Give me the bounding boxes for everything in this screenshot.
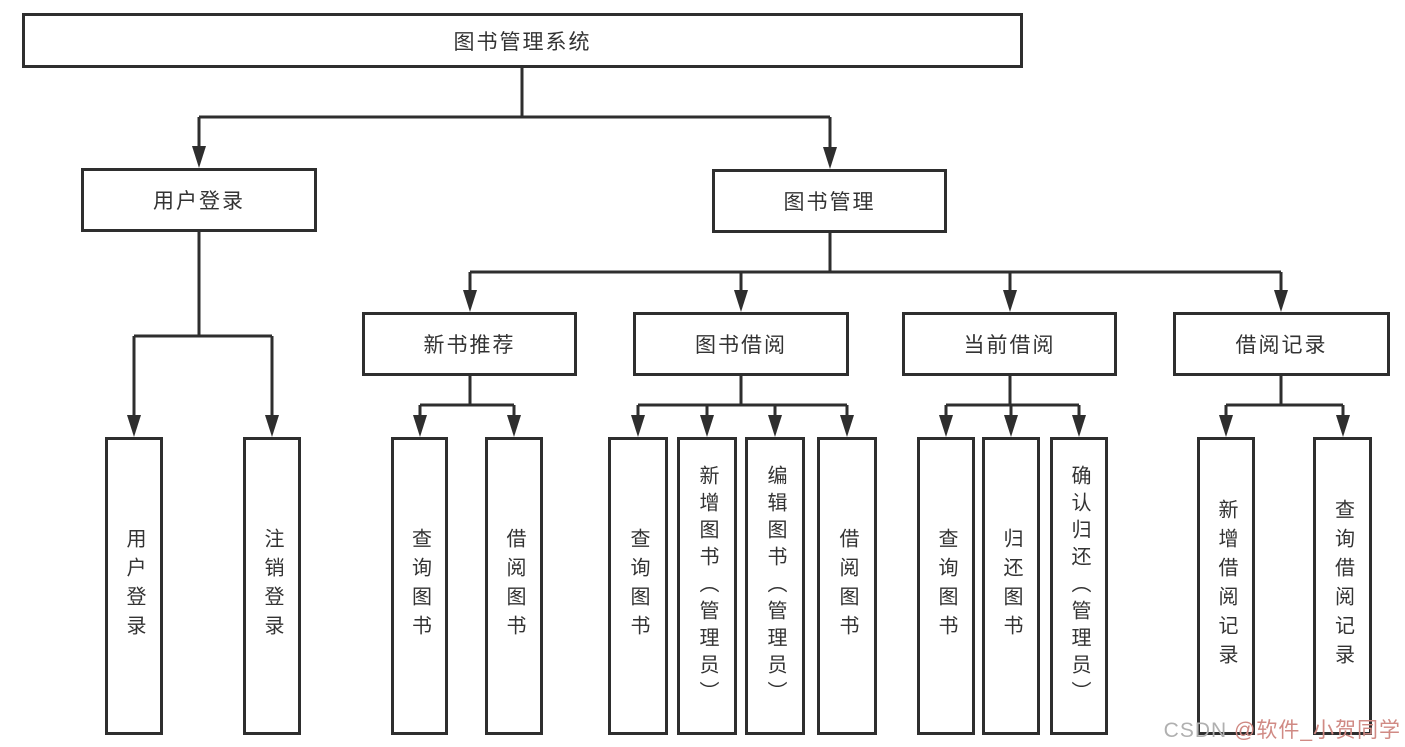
leaf-user-login: 用户登录 — [105, 437, 163, 735]
connector-newbook-subtree — [418, 376, 516, 418]
leaf-borrow-add-admin: 新增图书（管理员） — [677, 437, 737, 735]
connector-current-subtree — [944, 376, 1081, 418]
arrow-leaf-current-2 — [1072, 415, 1086, 437]
connector-user-subtree — [132, 232, 274, 418]
arrow-leaf-borrow-2 — [768, 415, 782, 437]
node-user-login-group: 用户登录 — [81, 168, 317, 232]
leaf-user-logout: 注销登录 — [243, 437, 301, 735]
connector-borrow-subtree — [636, 376, 849, 418]
arrow-leaf-newbook-0 — [413, 415, 427, 437]
node-book-management: 图书管理 — [712, 169, 947, 233]
leaf-current-return: 归还图书 — [982, 437, 1040, 735]
connector-records-subtree — [1224, 376, 1345, 418]
watermark-prefix: CSDN — [1163, 719, 1234, 742]
arrow-leaf-records-1 — [1336, 415, 1350, 437]
arrow-leaf-user-1 — [265, 415, 279, 437]
arrow-to-book-management — [823, 147, 837, 169]
arrow-to-newbook — [463, 290, 477, 312]
arrow-leaf-user-0 — [127, 415, 141, 437]
watermark-handle: @软件_小贺同学 — [1234, 719, 1401, 742]
csdn-watermark: CSDN @软件_小贺同学 — [1164, 714, 1401, 744]
node-current-borrow: 当前借阅 — [902, 312, 1117, 376]
connector-root-to-level2 — [197, 68, 832, 151]
leaf-borrow-query: 查询图书 — [608, 437, 668, 735]
arrow-to-records — [1274, 290, 1288, 312]
node-root: 图书管理系统 — [22, 13, 1023, 68]
node-new-book-recommend: 新书推荐 — [362, 312, 577, 376]
leaf-records-query: 查询借阅记录 — [1313, 437, 1372, 735]
leaf-current-confirm-admin: 确认归还（管理员） — [1050, 437, 1108, 735]
arrow-to-current — [1003, 290, 1017, 312]
arrow-leaf-newbook-1 — [507, 415, 521, 437]
arrow-leaf-current-1 — [1004, 415, 1018, 437]
arrow-to-borrow — [734, 290, 748, 312]
node-book-borrow: 图书借阅 — [633, 312, 849, 376]
node-borrow-records: 借阅记录 — [1173, 312, 1390, 376]
leaf-borrow-edit-admin: 编辑图书（管理员） — [745, 437, 805, 735]
leaf-current-query: 查询图书 — [917, 437, 975, 735]
arrow-leaf-borrow-3 — [840, 415, 854, 437]
arrow-leaf-borrow-1 — [700, 415, 714, 437]
leaf-newbook-borrow: 借阅图书 — [485, 437, 543, 735]
arrow-leaf-records-0 — [1219, 415, 1233, 437]
connector-book-to-level3 — [468, 233, 1283, 294]
leaf-borrow-borrow: 借阅图书 — [817, 437, 877, 735]
leaf-newbook-query: 查询图书 — [391, 437, 448, 735]
arrow-leaf-borrow-0 — [631, 415, 645, 437]
arrow-leaf-current-0 — [939, 415, 953, 437]
leaf-records-add: 新增借阅记录 — [1197, 437, 1255, 735]
arrow-to-user-login — [192, 146, 206, 168]
